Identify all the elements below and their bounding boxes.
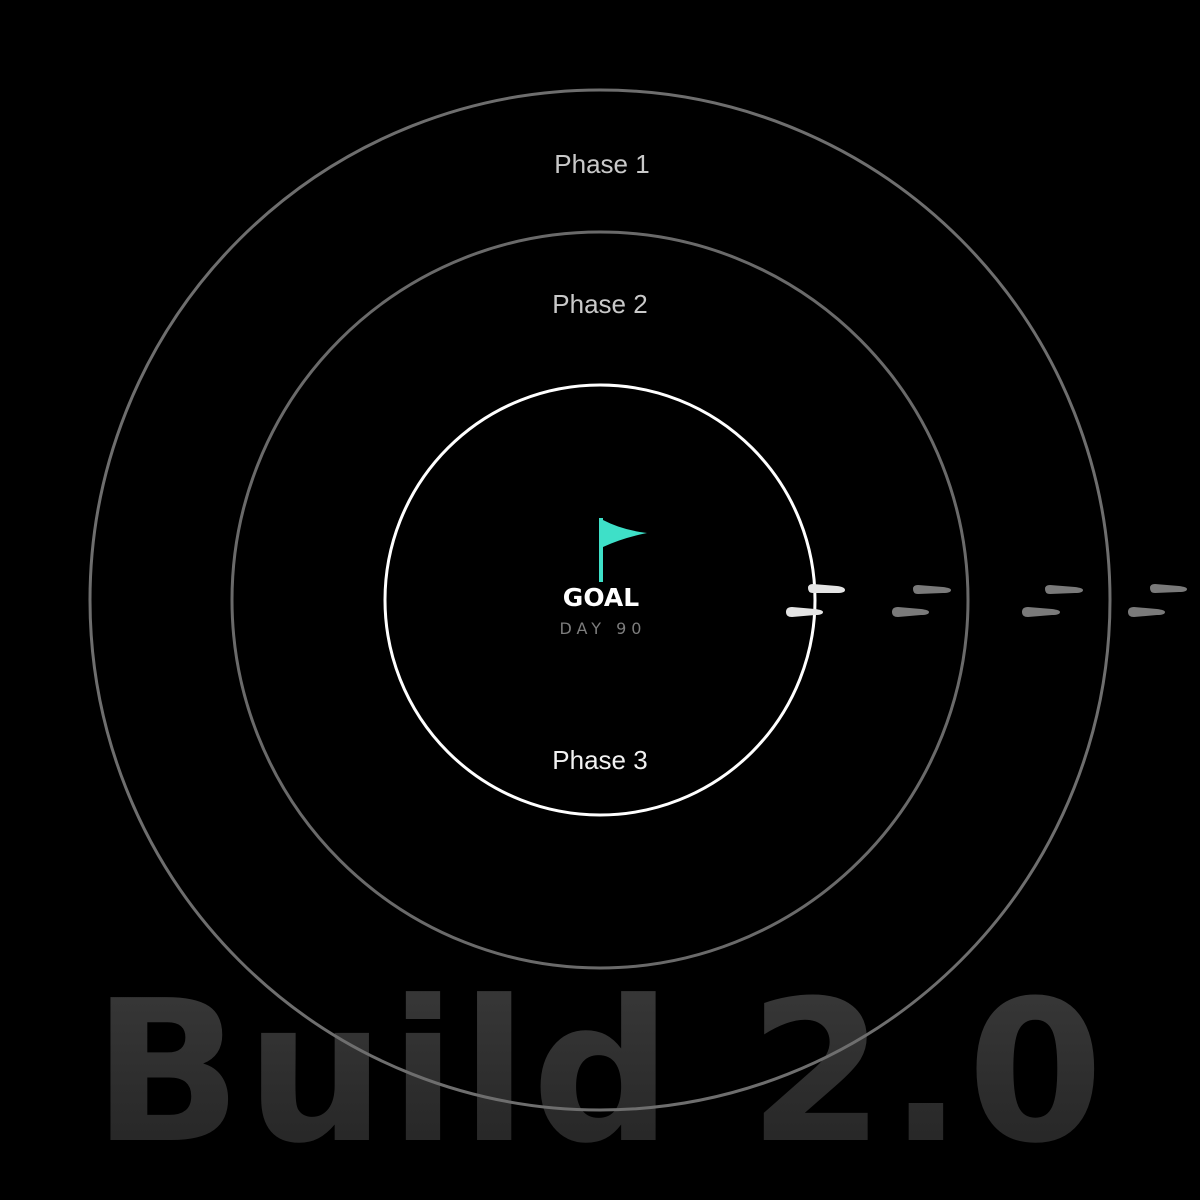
phase-3-label: Phase 3	[552, 745, 647, 775]
phase-2-ring	[230, 230, 970, 970]
phase-1-ring	[88, 88, 1112, 1112]
goal-day-label: DAY 90	[560, 619, 647, 638]
phase-1-label: Phase 1	[554, 149, 649, 179]
phase-3-ring	[383, 383, 817, 817]
goal-label: GOAL	[563, 583, 639, 612]
flag-icon	[599, 518, 647, 582]
footprint-pair	[786, 584, 845, 617]
build-watermark: Build 2.0	[92, 959, 1107, 1187]
footprints-icon	[786, 584, 1187, 617]
footprint-pair	[1022, 585, 1083, 617]
phase-2-label: Phase 2	[552, 289, 647, 319]
footprint-pair	[1128, 584, 1187, 617]
footprint-pair	[892, 585, 951, 617]
